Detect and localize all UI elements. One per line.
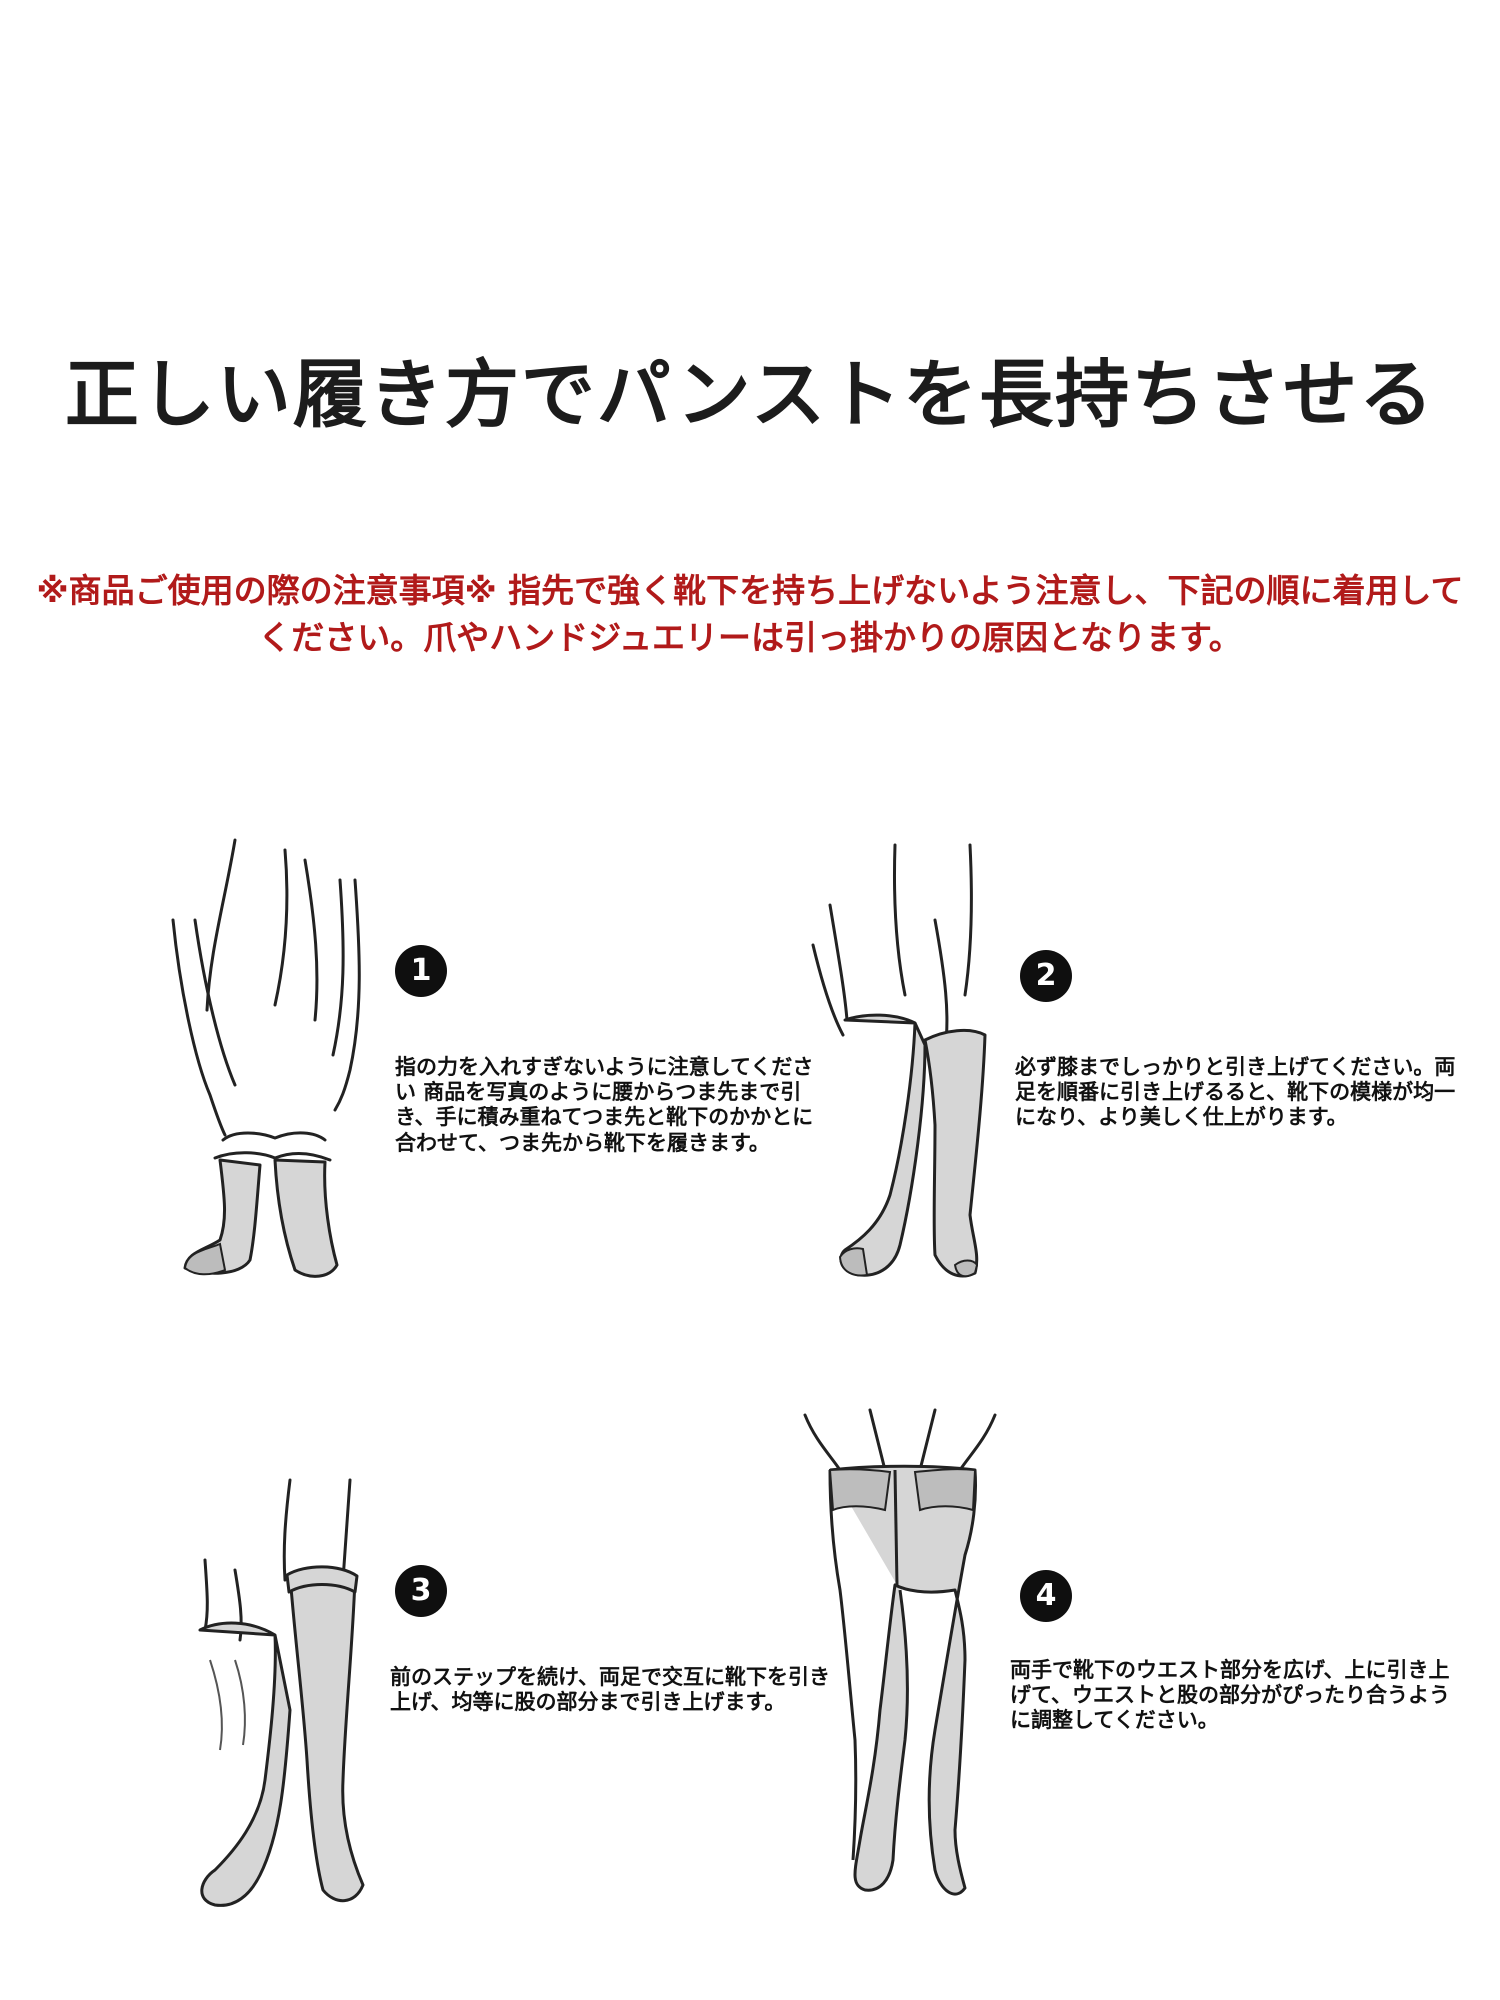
step-2-badge: 2: [1020, 950, 1072, 1002]
step-1-text: 指の力を入れすぎないように注意してください 商品を写真のように腰からつま先まで引…: [395, 1055, 814, 1155]
step-4-illustration: [795, 1408, 1005, 1910]
step-1-illustration: [165, 838, 365, 1280]
step-2-illustration: [785, 843, 995, 1280]
page-title: 正しい履き方でパンストを長持ちさせる: [64, 352, 1436, 438]
usage-notice: ※商品ご使用の際の注意事項※ 指先で強く靴下を持ち上げないよう注意し、下記の順に…: [36, 571, 1464, 657]
step-2-text: 必ず膝までしっかりと引き上げてください。両足を順番に引き上げるると、靴下の模様が…: [1015, 1055, 1456, 1130]
step-3-illustration: [165, 1478, 365, 1910]
step-3-badge: 3: [395, 1565, 447, 1617]
step-4-badge: 4: [1020, 1570, 1072, 1622]
step-1-badge: 1: [395, 945, 447, 997]
step-4-text: 両手で靴下のウエスト部分を広げ、上に引き上げて、ウエストと股の部分がぴったり合う…: [1010, 1658, 1450, 1733]
step-3-text: 前のステップを続け、両足で交互に靴下を引き上げ、均等に股の部分まで引き上げます。: [390, 1665, 830, 1715]
